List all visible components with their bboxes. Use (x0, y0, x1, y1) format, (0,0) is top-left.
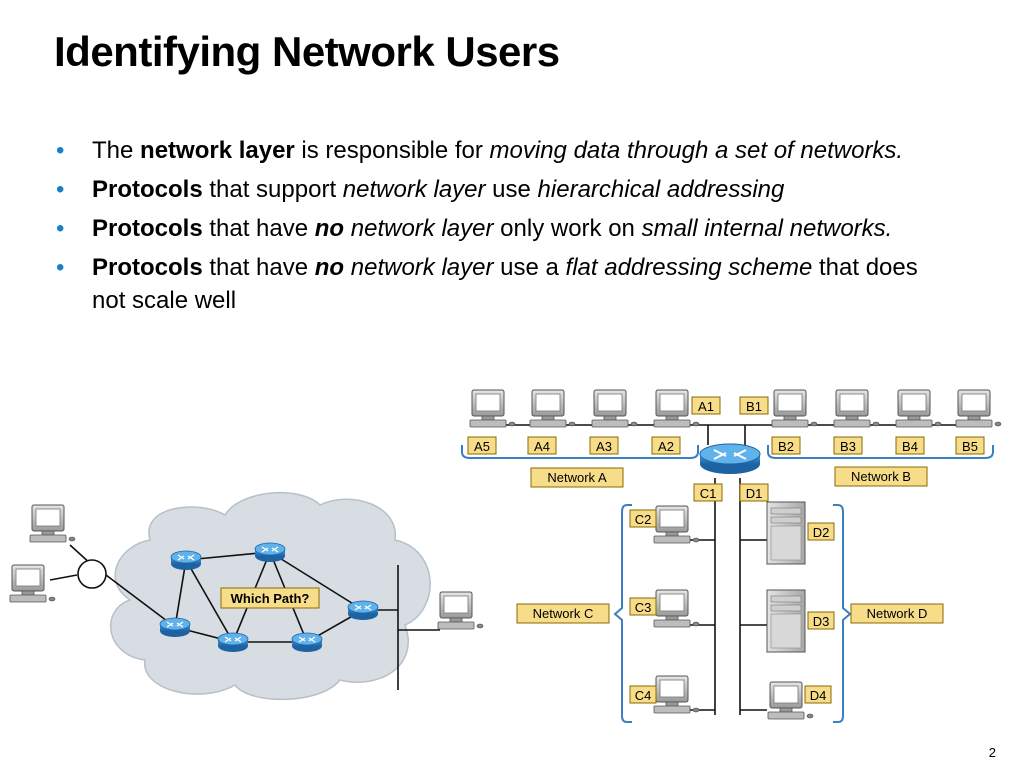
bullet-text-segment: that have (202, 215, 315, 242)
bullet-text-segment: moving data through a set of networks. (489, 137, 904, 164)
bullet-text-segment: network layer (350, 215, 494, 242)
computer-icon (653, 675, 700, 714)
router-icon (699, 443, 761, 475)
host-label-d4: D4 (810, 688, 827, 703)
which-path-label: Which Path? (220, 587, 320, 609)
router-icon (159, 617, 191, 638)
host-label-b4: B4 (902, 439, 918, 454)
computer-icon (9, 564, 56, 603)
bullet-text-segment: that does not scale well (92, 254, 918, 314)
server-icon (766, 501, 806, 565)
computer-icon (833, 389, 880, 428)
bullet-list: • The network layer is responsible for m… (54, 134, 954, 323)
bullet-text-segment: Protocols (92, 254, 203, 281)
network-d-bracket (833, 504, 852, 723)
computer-icon (771, 389, 818, 428)
bullet-text-segment: network layer (342, 176, 486, 203)
router-icon (291, 632, 323, 653)
bullet-text-segment: The (92, 137, 141, 164)
bullet-text-segment: is responsible for (294, 137, 490, 164)
server-icon (766, 589, 806, 653)
host-labels: A5 A4 A3 A2 A1 B1 B2 B3 B4 B5 C1 D1 C2 (467, 396, 985, 704)
computer-icon (653, 589, 700, 628)
computer-icon (591, 389, 638, 428)
bullet-text-segment: no (314, 254, 345, 281)
bullet-text-segment: only work on (493, 215, 642, 242)
host-label-a3: A3 (596, 439, 612, 454)
which-path-text: Which Path? (231, 591, 310, 606)
router-icon (170, 550, 202, 571)
host-label-c2: C2 (635, 512, 652, 527)
computer-icon (529, 389, 576, 428)
bullet-text-segment: Protocols (92, 215, 203, 242)
bullet-text-segment: that have (202, 254, 315, 281)
network-labels: Network A Network B Network C Network D (516, 466, 944, 624)
host-label-a1: A1 (698, 399, 714, 414)
page-number: 2 (988, 745, 996, 760)
computer-icon (437, 591, 484, 630)
bullet-text-segment: that support (202, 176, 343, 203)
network-b-bracket (767, 445, 994, 459)
network-b-label: Network B (851, 469, 911, 484)
computer-icon (29, 504, 76, 543)
router-icon (347, 600, 379, 621)
bullet-text-segment: network layer (350, 254, 494, 281)
host-label-c3: C3 (635, 600, 652, 615)
bullet-item: • Protocols that have no network layer u… (54, 251, 954, 317)
computer-icon (469, 389, 516, 428)
host-label-a2: A2 (658, 439, 674, 454)
bullet-item: • Protocols that support network layer u… (54, 173, 954, 206)
host-label-b1: B1 (746, 399, 762, 414)
bullet-text-segment: hierarchical addressing (537, 176, 785, 203)
computer-icon (653, 505, 700, 544)
bullet-text-segment: no (314, 215, 345, 242)
bullet-text-segment: Protocols (92, 176, 203, 203)
computer-icon (955, 389, 1002, 428)
router-icon (254, 542, 286, 563)
bullet-item: • The network layer is responsible for m… (54, 134, 954, 167)
host-label-a4: A4 (534, 439, 550, 454)
network-d-label: Network D (867, 606, 928, 621)
host-label-d2: D2 (813, 525, 830, 540)
bullet-dot-icon: • (56, 215, 65, 242)
computer-icon (895, 389, 942, 428)
bullet-dot-icon: • (56, 137, 65, 164)
bullet-text-segment: flat addressing scheme (565, 254, 813, 281)
host-label-d1: D1 (746, 486, 763, 501)
network-a-label: Network A (547, 470, 607, 485)
bullet-dot-icon: • (56, 254, 65, 281)
host-label-d3: D3 (813, 614, 830, 629)
host-label-b2: B2 (778, 439, 794, 454)
host-label-c4: C4 (635, 688, 652, 703)
bullet-text-segment: use a (493, 254, 566, 281)
hub-icon (77, 559, 107, 589)
host-label-b5: B5 (962, 439, 978, 454)
right-network-diagram: A5 A4 A3 A2 A1 B1 B2 B3 B4 B5 C1 D1 C2 (461, 389, 1002, 723)
network-c-bracket (613, 504, 632, 723)
host-label-c1: C1 (700, 486, 717, 501)
bullet-text-segment: network layer (140, 137, 295, 164)
slide-title: Identifying Network Users (54, 28, 560, 75)
router-icon (217, 632, 249, 653)
network-a-bracket (461, 445, 699, 459)
host-label-b3: B3 (840, 439, 856, 454)
bullet-text-segment: use (485, 176, 538, 203)
bullet-text-segment: small internal networks. (641, 215, 893, 242)
bullet-dot-icon: • (56, 176, 65, 203)
bullet-item: • Protocols that have no network layer o… (54, 212, 954, 245)
host-label-a5: A5 (474, 439, 490, 454)
network-c-label: Network C (533, 606, 594, 621)
left-network-diagram: Which Path? (9, 492, 484, 701)
